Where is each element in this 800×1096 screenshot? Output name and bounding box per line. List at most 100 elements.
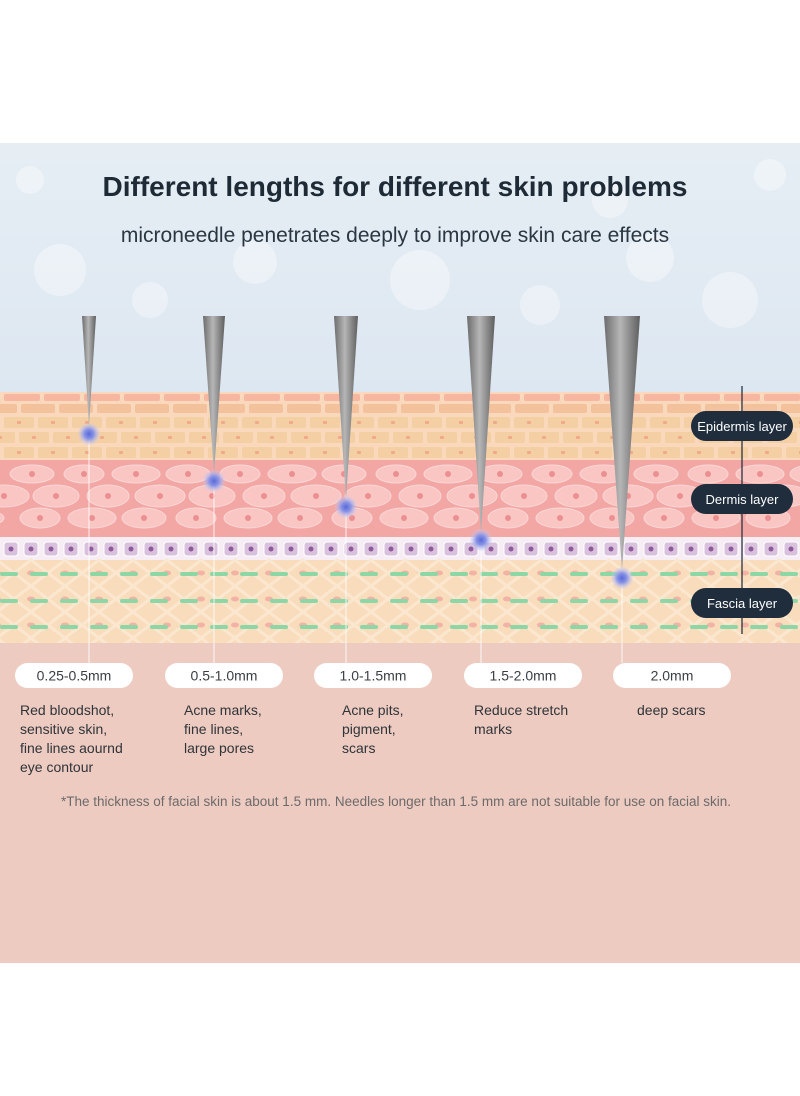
epidermis-brick (363, 404, 397, 413)
epidermis-cells (0, 394, 800, 458)
dermis-cell-nucleus (193, 515, 199, 521)
bokeh-circle (233, 240, 277, 284)
fascia-fiber (450, 599, 468, 603)
dermis-cell-nucleus (557, 515, 563, 521)
epidermis-brick (743, 404, 777, 413)
length-pill-4: 1.5-2.0mm (464, 663, 582, 688)
needle-3-description-line: Acne pits, (342, 702, 403, 718)
needle-3-shaft (334, 316, 358, 500)
fascia-fiber (450, 572, 468, 576)
epidermis-brick-dot (576, 436, 580, 439)
dermis-cell-nucleus (549, 471, 555, 477)
needle-5-tip-glow (611, 567, 633, 589)
epidermis-brick (484, 394, 520, 401)
dermis-cell-nucleus (765, 515, 771, 521)
fascia-fiber (420, 625, 438, 629)
needle-3-tip-glow (335, 496, 357, 518)
fascia-fiber (600, 599, 618, 603)
fascia-fiber (30, 572, 48, 576)
fascia-fiber (120, 572, 138, 576)
basal-cell-nucleus (328, 546, 334, 552)
fascia-fiber (630, 599, 648, 603)
needle-2-description-line: large pores (184, 740, 254, 756)
epidermis-brick-dot (0, 436, 2, 439)
epidermis-brick-dot (100, 436, 104, 439)
fascia-fiber (720, 572, 738, 576)
fascia-fiber (210, 572, 228, 576)
epidermis-brick-dot (595, 451, 599, 454)
epidermis-brick (786, 447, 800, 458)
fascia-fiber (60, 572, 78, 576)
basal-cell-nucleus (628, 546, 634, 552)
layer-label-fascia: Fascia layer (691, 588, 793, 618)
needle-3-description-line: pigment, (342, 721, 396, 737)
epidermis-brick-dot (202, 436, 206, 439)
top-white-margin (0, 0, 800, 143)
epidermis-brick-dot (644, 436, 648, 439)
epidermis-brick (97, 404, 131, 413)
needle-1-description: Red bloodshot, sensitive skin, fine line… (20, 702, 123, 775)
bokeh-circle (132, 282, 168, 318)
epidermis-brick-dot (663, 421, 667, 424)
bokeh-circle (16, 166, 44, 194)
needle-1 (78, 316, 100, 663)
epidermis-brick (524, 394, 560, 401)
fascia-fiber (0, 599, 18, 603)
basal-cell-nucleus (8, 546, 14, 552)
fascia-fiber (750, 572, 768, 576)
epidermis-brick (284, 394, 320, 401)
basal-cell-nucleus (308, 546, 314, 552)
needle-1-description-line: fine lines aournd (20, 740, 123, 756)
basal-cell-nucleus (268, 546, 274, 552)
needle-1-description-line: eye contour (20, 759, 93, 775)
fascia-fiber (780, 572, 798, 576)
dermis-cell-nucleus (245, 515, 251, 521)
basal-cell-nucleus (668, 546, 674, 552)
needle-2-description: Acne marks, fine lines, large pores (184, 702, 262, 756)
basal-cell-nucleus (548, 546, 554, 552)
epidermis-brick-dot (304, 436, 308, 439)
fascia-diamond (394, 636, 416, 644)
basal-cell-nucleus (108, 546, 114, 552)
bokeh-circle (626, 234, 674, 282)
epidermis-brick (84, 394, 120, 401)
dermis-cells (0, 464, 800, 529)
bokeh-circle (390, 250, 450, 310)
dermis-cell (0, 512, 5, 524)
dermis-cell-nucleus (105, 493, 111, 499)
fascia-cell (197, 622, 205, 628)
fascia-cell (231, 622, 239, 628)
fascia-fiber (150, 625, 168, 629)
epidermis-brick (244, 394, 280, 401)
fascia-fiber (600, 625, 618, 629)
epidermis-brick (705, 404, 739, 413)
fascia-fiber (660, 572, 678, 576)
needle-2 (203, 316, 225, 663)
epidermis-brick-dot (527, 421, 531, 424)
epidermis-brick (764, 394, 800, 401)
epidermis-brick-dot (289, 421, 293, 424)
epidermis-brick-dot (119, 421, 123, 424)
fascia-diamond (768, 636, 790, 644)
epidermis-brick (404, 394, 440, 401)
needle-4-description-line: marks (474, 721, 512, 737)
fascia-diamond (564, 636, 586, 644)
dermis-cell-nucleus (185, 471, 191, 477)
length-pill-1-text: 0.25-0.5mm (37, 668, 112, 684)
epidermis-brick (135, 404, 169, 413)
fascia-fiber (150, 572, 168, 576)
fascia-fiber (330, 599, 348, 603)
epidermis-brick-dot (459, 421, 463, 424)
dermis-cell (789, 465, 800, 483)
basal-cell-nucleus (448, 546, 454, 552)
epidermis-brick-dot (338, 436, 342, 439)
dermis-cell-nucleus (237, 471, 243, 477)
length-pill-3: 1.0-1.5mm (314, 663, 432, 688)
epidermis-brick-dot (51, 421, 55, 424)
epidermis-brick-dot (542, 436, 546, 439)
basal-cell-nucleus (68, 546, 74, 552)
needle-1-description-line: Red bloodshot, (20, 702, 114, 718)
fascia-fiber (690, 572, 708, 576)
dermis-cell-nucleus (573, 493, 579, 499)
bottom-white-margin (0, 963, 800, 1096)
